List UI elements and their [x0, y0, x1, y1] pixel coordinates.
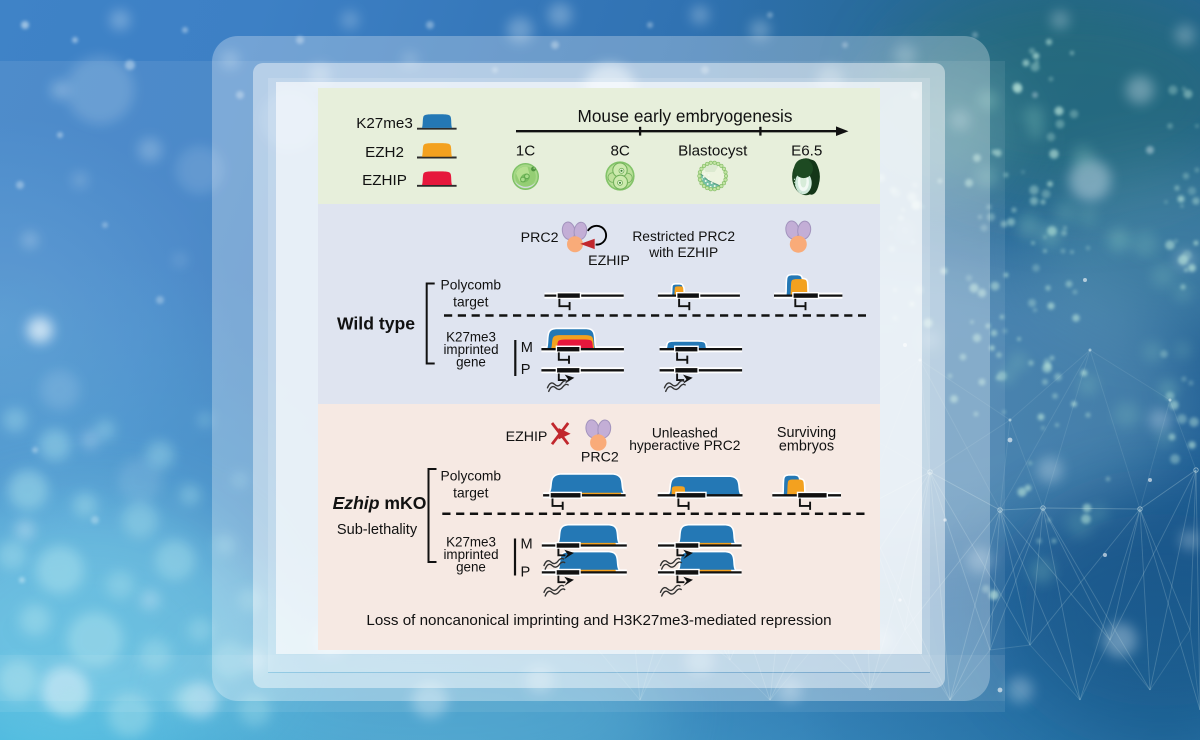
svg-text:EZH2: EZH2: [365, 144, 404, 161]
svg-text:PRC2: PRC2: [521, 230, 559, 246]
svg-text:PRC2: PRC2: [581, 449, 619, 465]
svg-text:Ezhip mKO: Ezhip mKO: [333, 493, 427, 513]
svg-text:P: P: [521, 362, 531, 378]
svg-text:K27me3: K27me3: [446, 330, 496, 345]
svg-text:embryos: embryos: [779, 438, 834, 454]
svg-text:Surviving: Surviving: [777, 425, 836, 441]
svg-text:K27me3: K27me3: [356, 115, 413, 132]
svg-text:Loss of noncanonical imprintin: Loss of noncanonical imprinting and H3K2…: [366, 612, 831, 629]
svg-text:with EZHIP: with EZHIP: [648, 245, 718, 260]
svg-text:M: M: [521, 536, 533, 552]
svg-text:target: target: [453, 485, 488, 500]
svg-text:gene: gene: [456, 354, 486, 369]
svg-text:imprinted: imprinted: [443, 342, 498, 357]
svg-text:K27me3: K27me3: [446, 535, 496, 550]
svg-text:Blastocyst: Blastocyst: [678, 143, 748, 160]
svg-text:gene: gene: [456, 559, 486, 574]
svg-text:M: M: [521, 340, 533, 356]
svg-text:Sub-lethality: Sub-lethality: [337, 522, 418, 538]
svg-text:Wild type: Wild type: [337, 313, 415, 333]
svg-text:Restricted PRC2: Restricted PRC2: [632, 229, 735, 244]
svg-text:target: target: [453, 294, 488, 309]
svg-text:EZHIP: EZHIP: [506, 429, 548, 445]
svg-text:Polycomb: Polycomb: [441, 277, 502, 292]
svg-text:E6.5: E6.5: [791, 143, 822, 160]
svg-text:1C: 1C: [516, 143, 535, 160]
svg-text:imprinted: imprinted: [443, 547, 498, 562]
svg-text:Mouse early embryogenesis: Mouse early embryogenesis: [578, 106, 793, 126]
svg-text:Unleashed: Unleashed: [652, 425, 718, 440]
svg-text:hyperactive PRC2: hyperactive PRC2: [629, 438, 740, 453]
svg-text:8C: 8C: [610, 143, 629, 160]
svg-text:Polycomb: Polycomb: [441, 468, 502, 483]
svg-text:EZHIP: EZHIP: [362, 172, 407, 189]
svg-text:EZHIP: EZHIP: [588, 253, 630, 269]
svg-text:P: P: [521, 564, 531, 580]
